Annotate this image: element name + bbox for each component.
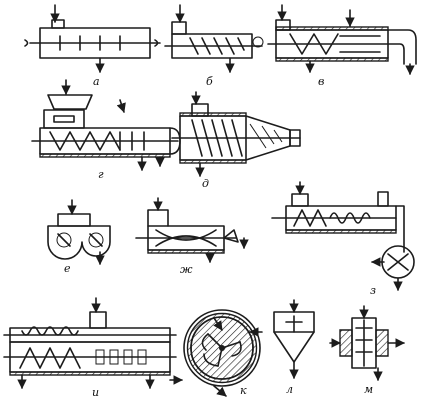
- panel-label-i: и: [92, 386, 99, 399]
- panel-label-k: к: [240, 384, 247, 397]
- panel-z-screw-mixer-with-pump: з: [271, 181, 415, 297]
- panel-label-a: а: [93, 75, 100, 88]
- panel-label-e: е: [64, 262, 71, 275]
- panel-a-trough-mixer: а: [24, 4, 161, 88]
- panel-label-d: д: [202, 177, 209, 190]
- panel-l-conical-vessel-mixer: л: [249, 299, 315, 396]
- panel-label-m: м: [364, 383, 373, 396]
- panel-zh-z-blade-mixer: ж: [135, 197, 249, 276]
- panel-label-v: в: [318, 75, 324, 88]
- panel-b-blade-mixer: б: [164, 4, 264, 88]
- panel-v-screw-mixer: в: [267, 4, 417, 88]
- panel-label-b: б: [206, 75, 213, 88]
- panel-e-twin-rotor-mixer: е: [47, 199, 111, 275]
- panel-label-z: з: [370, 284, 376, 297]
- panel-label-zh: ж: [180, 263, 193, 276]
- panel-m-paddle-mixer: м: [329, 305, 405, 396]
- panel-label-l: л: [286, 383, 293, 396]
- panel-label-g: г: [98, 168, 104, 181]
- panel-i-double-screw-mixer: и: [3, 297, 183, 399]
- panel-k-rotary-drum-mixer: к: [183, 309, 261, 397]
- panel-d-conical-screw-mixer: д: [171, 91, 301, 190]
- panel-g-screw-mixer-with-hopper: г: [31, 79, 181, 181]
